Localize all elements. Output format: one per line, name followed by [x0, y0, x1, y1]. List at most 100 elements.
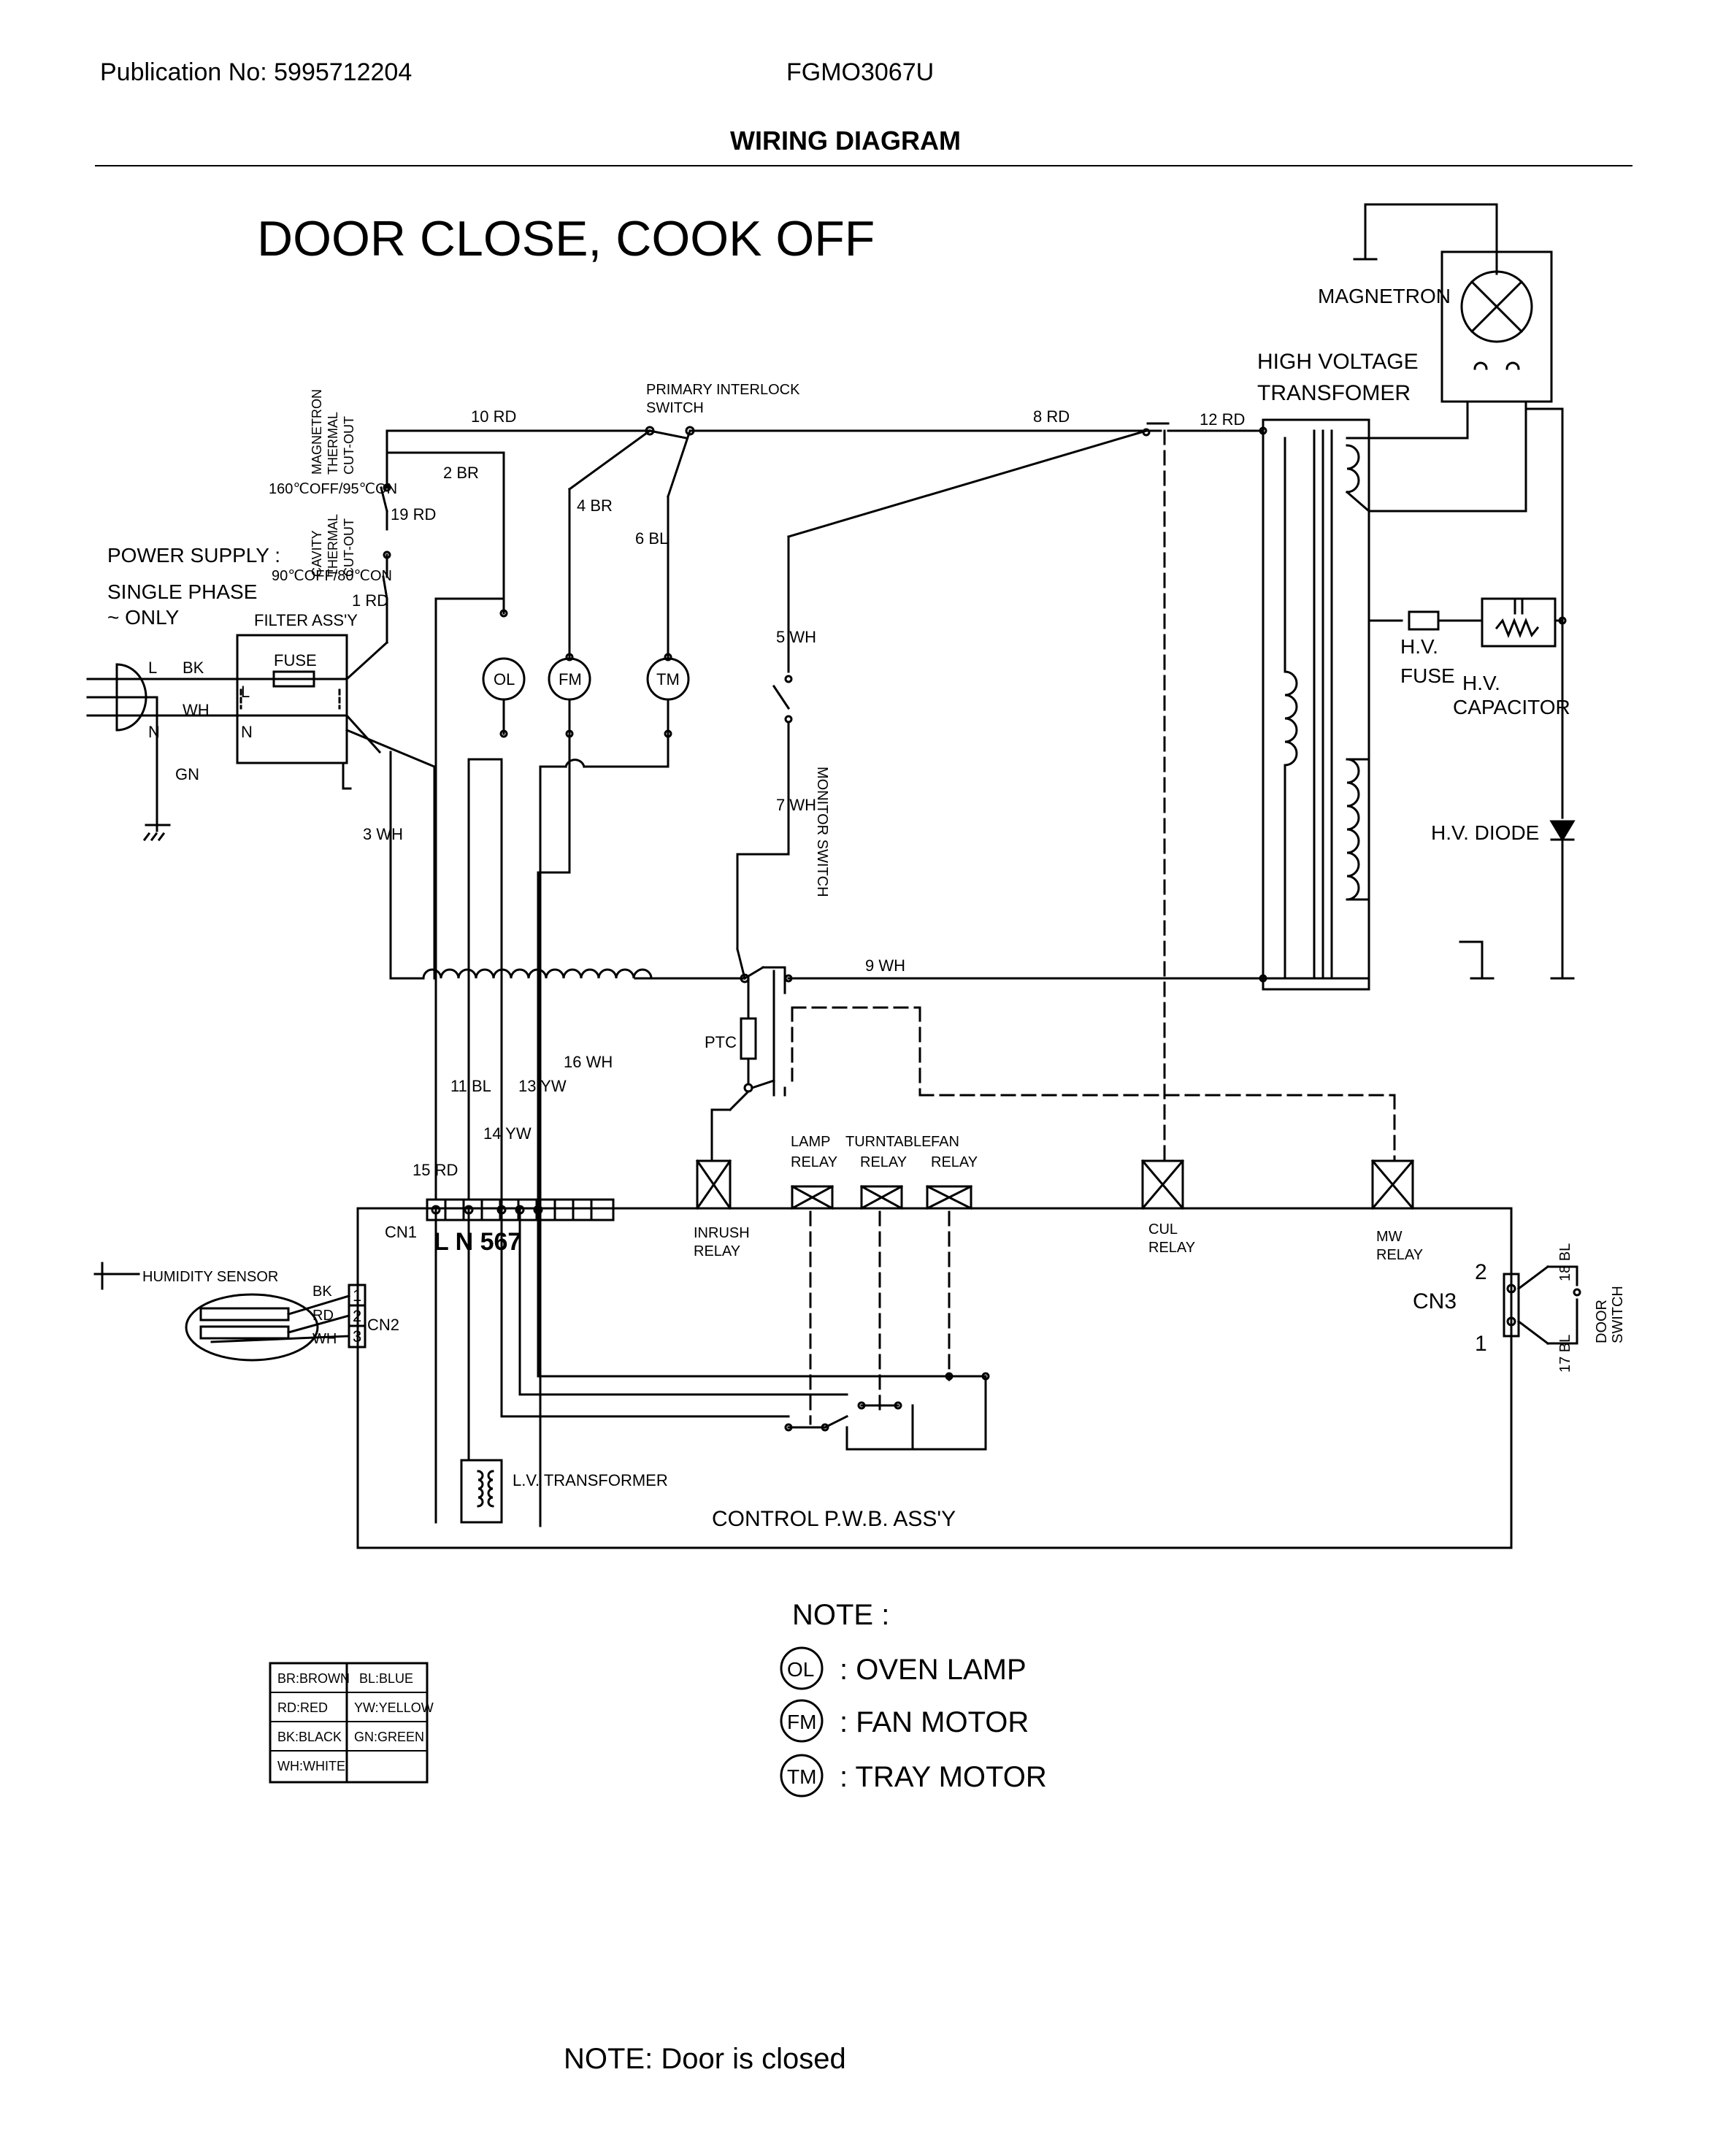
filter-N-label: N	[241, 723, 253, 741]
wire-5-label: 5 WH	[776, 628, 816, 646]
hv-transformer-label-1: HIGH VOLTAGE	[1257, 350, 1419, 374]
cn3-pin-1-label: 1	[1475, 1332, 1487, 1356]
color-legend: BR:BROWN BL:BLUE RD:RED YW:YELLOW BK:BLA…	[269, 1662, 434, 1784]
cul-relay-symbol	[1141, 1159, 1184, 1210]
filter-label: FILTER ASS'Y	[254, 611, 358, 629]
wire-14-label: 14 YW	[483, 1124, 532, 1143]
filter-assembly-box	[236, 634, 348, 764]
magnetron-cutout-line2: THERMAL	[326, 412, 340, 475]
wire-12-label: 12 RD	[1200, 410, 1245, 429]
monitor-switch-label: MONITOR SWITCH	[814, 767, 830, 897]
inrush-relay-label-1: INRUSH	[694, 1225, 750, 1241]
primary-interlock-label-1: PRIMARY INTERLOCK	[646, 382, 800, 398]
humidity-sensor-label: HUMIDITY SENSOR	[142, 1269, 278, 1285]
cul-relay-label-1: CUL	[1148, 1221, 1178, 1238]
model-number: FGMO3067U	[786, 58, 935, 86]
wire-15-label: 15 RD	[413, 1161, 458, 1179]
cn2-pin-3: 3	[353, 1327, 361, 1346]
door-switch-label-1: DOOR	[1594, 1300, 1610, 1343]
door-switch-label-2: SWITCH	[1610, 1286, 1626, 1343]
cavity-cutout-rating: 90℃OFF/80℃ON	[272, 568, 392, 584]
ptc-label: PTC	[705, 1033, 737, 1051]
primary-interlock-label-2: SWITCH	[646, 400, 704, 416]
magnetron-cutout-line3: CUT-OUT	[342, 416, 356, 475]
ground-symbol-plug	[142, 824, 171, 842]
cavity-cutout-line1: CAVITY	[310, 530, 324, 577]
hv-capacitor-label-2: CAPACITOR	[1453, 696, 1570, 718]
turntable-relay-symbol	[860, 1185, 903, 1210]
note-text-ol: : OVEN LAMP	[840, 1654, 1027, 1686]
humidity-rd-label: RD	[312, 1308, 334, 1324]
control-pwb-box	[356, 1207, 1513, 1549]
inrush-relay-symbol	[696, 1159, 732, 1210]
wire-18-label: 18 BL	[1557, 1243, 1573, 1281]
hv-diode-symbol	[1549, 820, 1576, 842]
plug-N-label: N	[148, 723, 160, 741]
legend-cell: YW:YELLOW	[354, 1700, 434, 1715]
note-heading: NOTE :	[792, 1599, 889, 1631]
hv-capacitor-symbol	[1481, 597, 1557, 648]
turntable-relay-label-1: TURNTABLE	[845, 1134, 931, 1150]
turntable-relay-label-2: RELAY	[860, 1154, 907, 1170]
cn3-pin-2-label: 2	[1475, 1260, 1487, 1284]
footnote-door-closed: NOTE: Door is closed	[564, 2043, 846, 2075]
filter-L-label: L	[241, 683, 250, 701]
cul-relay-label-2: RELAY	[1148, 1240, 1195, 1256]
fan-relay-label-2: RELAY	[931, 1154, 978, 1170]
ptc-resistor	[740, 1017, 757, 1060]
wire-1-label: 1 RD	[352, 591, 388, 610]
wire-4-label: 4 BR	[577, 496, 613, 515]
magnetron-label: MAGNETRON	[1318, 285, 1451, 307]
plug-BK-label: BK	[183, 659, 204, 677]
humidity-bk-label: BK	[312, 1284, 332, 1300]
symbol-note: NOTE : OL : OVEN LAMP FM : FAN MOTOR TM …	[780, 1599, 1047, 1798]
wire-16-label: 16 WH	[564, 1053, 613, 1071]
fan-relay-label-1: FAN	[931, 1134, 959, 1150]
wire-19-label: 19 RD	[391, 505, 436, 523]
inrush-relay-label-2: RELAY	[694, 1243, 740, 1259]
lv-transformer-label: L.V. TRANSFORMER	[513, 1471, 668, 1489]
cn2-label: CN2	[367, 1316, 399, 1334]
mw-relay-symbol	[1371, 1159, 1414, 1210]
header-rule	[95, 165, 1632, 166]
fan-relay-symbol	[926, 1185, 972, 1210]
lamp-relay-symbol	[791, 1185, 834, 1210]
power-supply-label-1: POWER SUPPLY :	[107, 544, 280, 567]
lv-transformer-symbol	[460, 1459, 503, 1524]
note-text-tm: : TRAY MOTOR	[840, 1761, 1047, 1793]
note-symbol-fm: FM	[787, 1711, 816, 1733]
filter-fuse-label: FUSE	[274, 651, 317, 670]
hv-transformer	[1262, 418, 1371, 991]
hv-fuse-symbol	[1408, 610, 1440, 631]
legend-cell: BK:BLACK	[277, 1730, 342, 1744]
plug-WH-label: WH	[183, 701, 210, 719]
power-plug	[86, 663, 242, 826]
cn2-pin-2: 2	[353, 1307, 361, 1325]
legend-cell: RD:RED	[277, 1700, 328, 1715]
wire-8-label: 8 RD	[1033, 407, 1070, 426]
wire-11-label: 11 BL	[450, 1077, 491, 1095]
wire-7-label: 7 WH	[776, 796, 816, 814]
cn2-pin-1: 1	[353, 1286, 361, 1305]
cn1-label: CN1	[385, 1223, 417, 1241]
legend-cell: WH:WHITE	[277, 1759, 345, 1773]
wire-2-label: 2 BR	[443, 464, 479, 482]
legend-cell: BL:BLUE	[359, 1671, 413, 1686]
filter-fuse	[272, 670, 315, 688]
hv-fuse-label-2: FUSE	[1400, 664, 1455, 687]
power-supply-label-3: ~ ONLY	[107, 606, 180, 629]
cn1-pins-label: L N 567	[434, 1228, 521, 1256]
wire-10-label: 10 RD	[471, 407, 516, 426]
cn3-connector	[1503, 1273, 1520, 1338]
mw-relay-label-1: MW	[1376, 1229, 1403, 1245]
ol-symbol-text: OL	[494, 670, 515, 688]
hv-diode-label: H.V. DIODE	[1431, 821, 1539, 844]
wire-6-label: 6 BL	[635, 529, 668, 548]
plug-GN-label: GN	[175, 765, 199, 783]
wire-13-label: 13 YW	[518, 1077, 567, 1095]
hv-capacitor-label-1: H.V.	[1462, 672, 1500, 694]
diagram-title: DOOR CLOSE, COOK OFF	[257, 211, 875, 266]
publication-number: Publication No: 5995712204	[100, 58, 413, 86]
power-supply-label-2: SINGLE PHASE	[107, 580, 257, 603]
